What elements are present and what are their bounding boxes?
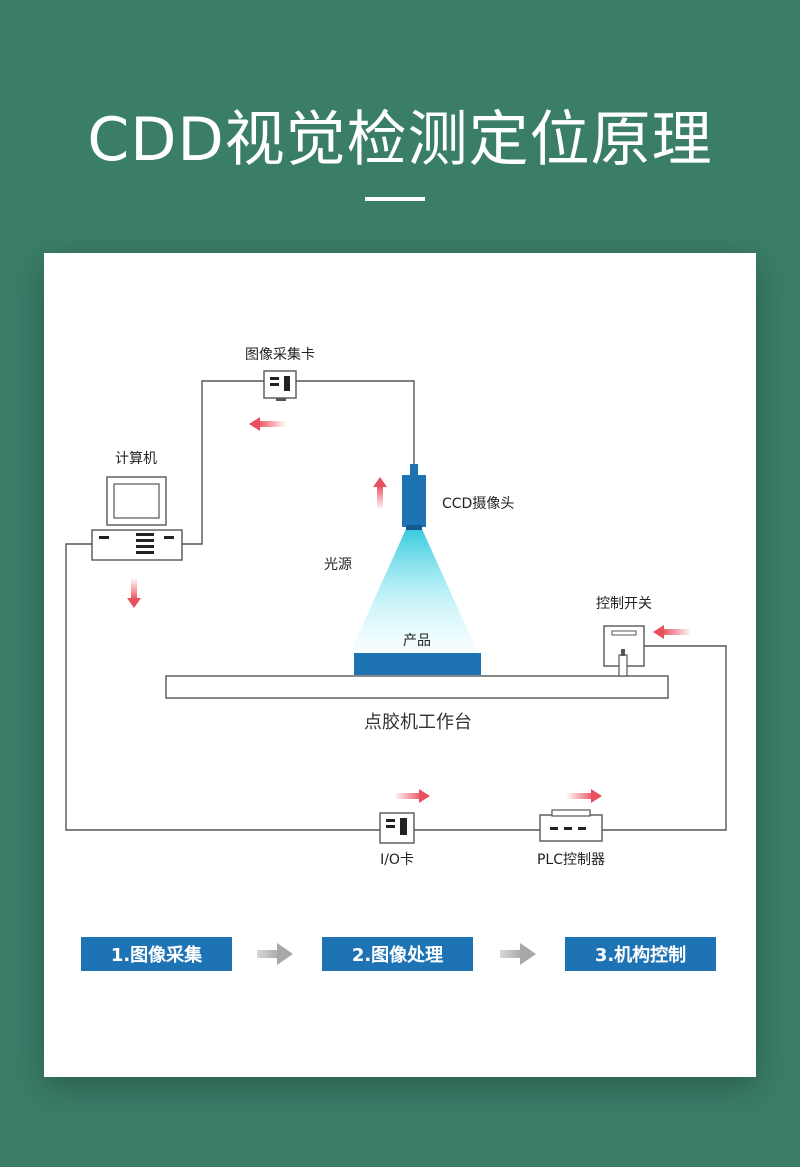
wire-computer-to-io	[65, 543, 380, 831]
plc-icon	[539, 809, 603, 842]
io-card-icon	[379, 812, 415, 844]
arrow-left-icon	[653, 625, 692, 639]
arrow-right-icon	[566, 789, 602, 803]
wire-plc-to-switch	[602, 645, 727, 831]
diagram-svg: 图像采集卡 计算机 CCD摄像头 光源 产品 控制开关 点胶机工作台 I/O卡 …	[65, 346, 727, 868]
step-image-capture: 1.图像采集	[81, 937, 232, 971]
page-title: CDD视觉检测定位原理	[87, 105, 713, 175]
label-capture-card: 图像采集卡	[245, 346, 315, 363]
step-image-processing: 2.图像处理	[322, 937, 473, 971]
product-block	[354, 653, 481, 675]
control-switch-icon	[603, 625, 645, 677]
workbench	[165, 675, 669, 699]
arrow-right-icon	[394, 789, 430, 803]
computer-icon	[91, 476, 183, 561]
label-io-card: I/O卡	[380, 852, 414, 868]
capture-card-icon	[263, 370, 297, 401]
process-steps: 1.图像采集 2.图像处理 3.机构控制	[44, 253, 756, 1077]
label-workbench: 点胶机工作台	[364, 712, 472, 733]
light-beam	[350, 529, 478, 653]
wire-card-to-camera	[296, 380, 415, 465]
flow-arrows	[127, 417, 692, 803]
arrow-left-icon	[249, 417, 286, 431]
wire-computer-to-card	[182, 380, 264, 545]
label-product: 产品	[403, 633, 431, 649]
wires	[65, 380, 727, 831]
title-underline	[365, 197, 425, 201]
label-plc: PLC控制器	[537, 852, 605, 868]
step-arrow-icon	[500, 943, 536, 965]
arrow-down-icon	[127, 578, 141, 608]
label-light-source: 光源	[324, 557, 352, 573]
label-computer: 计算机	[115, 451, 157, 467]
ccd-camera-icon	[402, 464, 426, 530]
step-mechanism-control: 3.机构控制	[565, 937, 716, 971]
step-arrow-icon	[257, 943, 293, 965]
diagram-panel: 图像采集卡 计算机 CCD摄像头 光源 产品 控制开关 点胶机工作台 I/O卡 …	[44, 253, 756, 1077]
label-control-switch: 控制开关	[596, 596, 652, 612]
arrow-up-icon	[373, 477, 387, 510]
label-ccd-camera: CCD摄像头	[442, 496, 514, 512]
